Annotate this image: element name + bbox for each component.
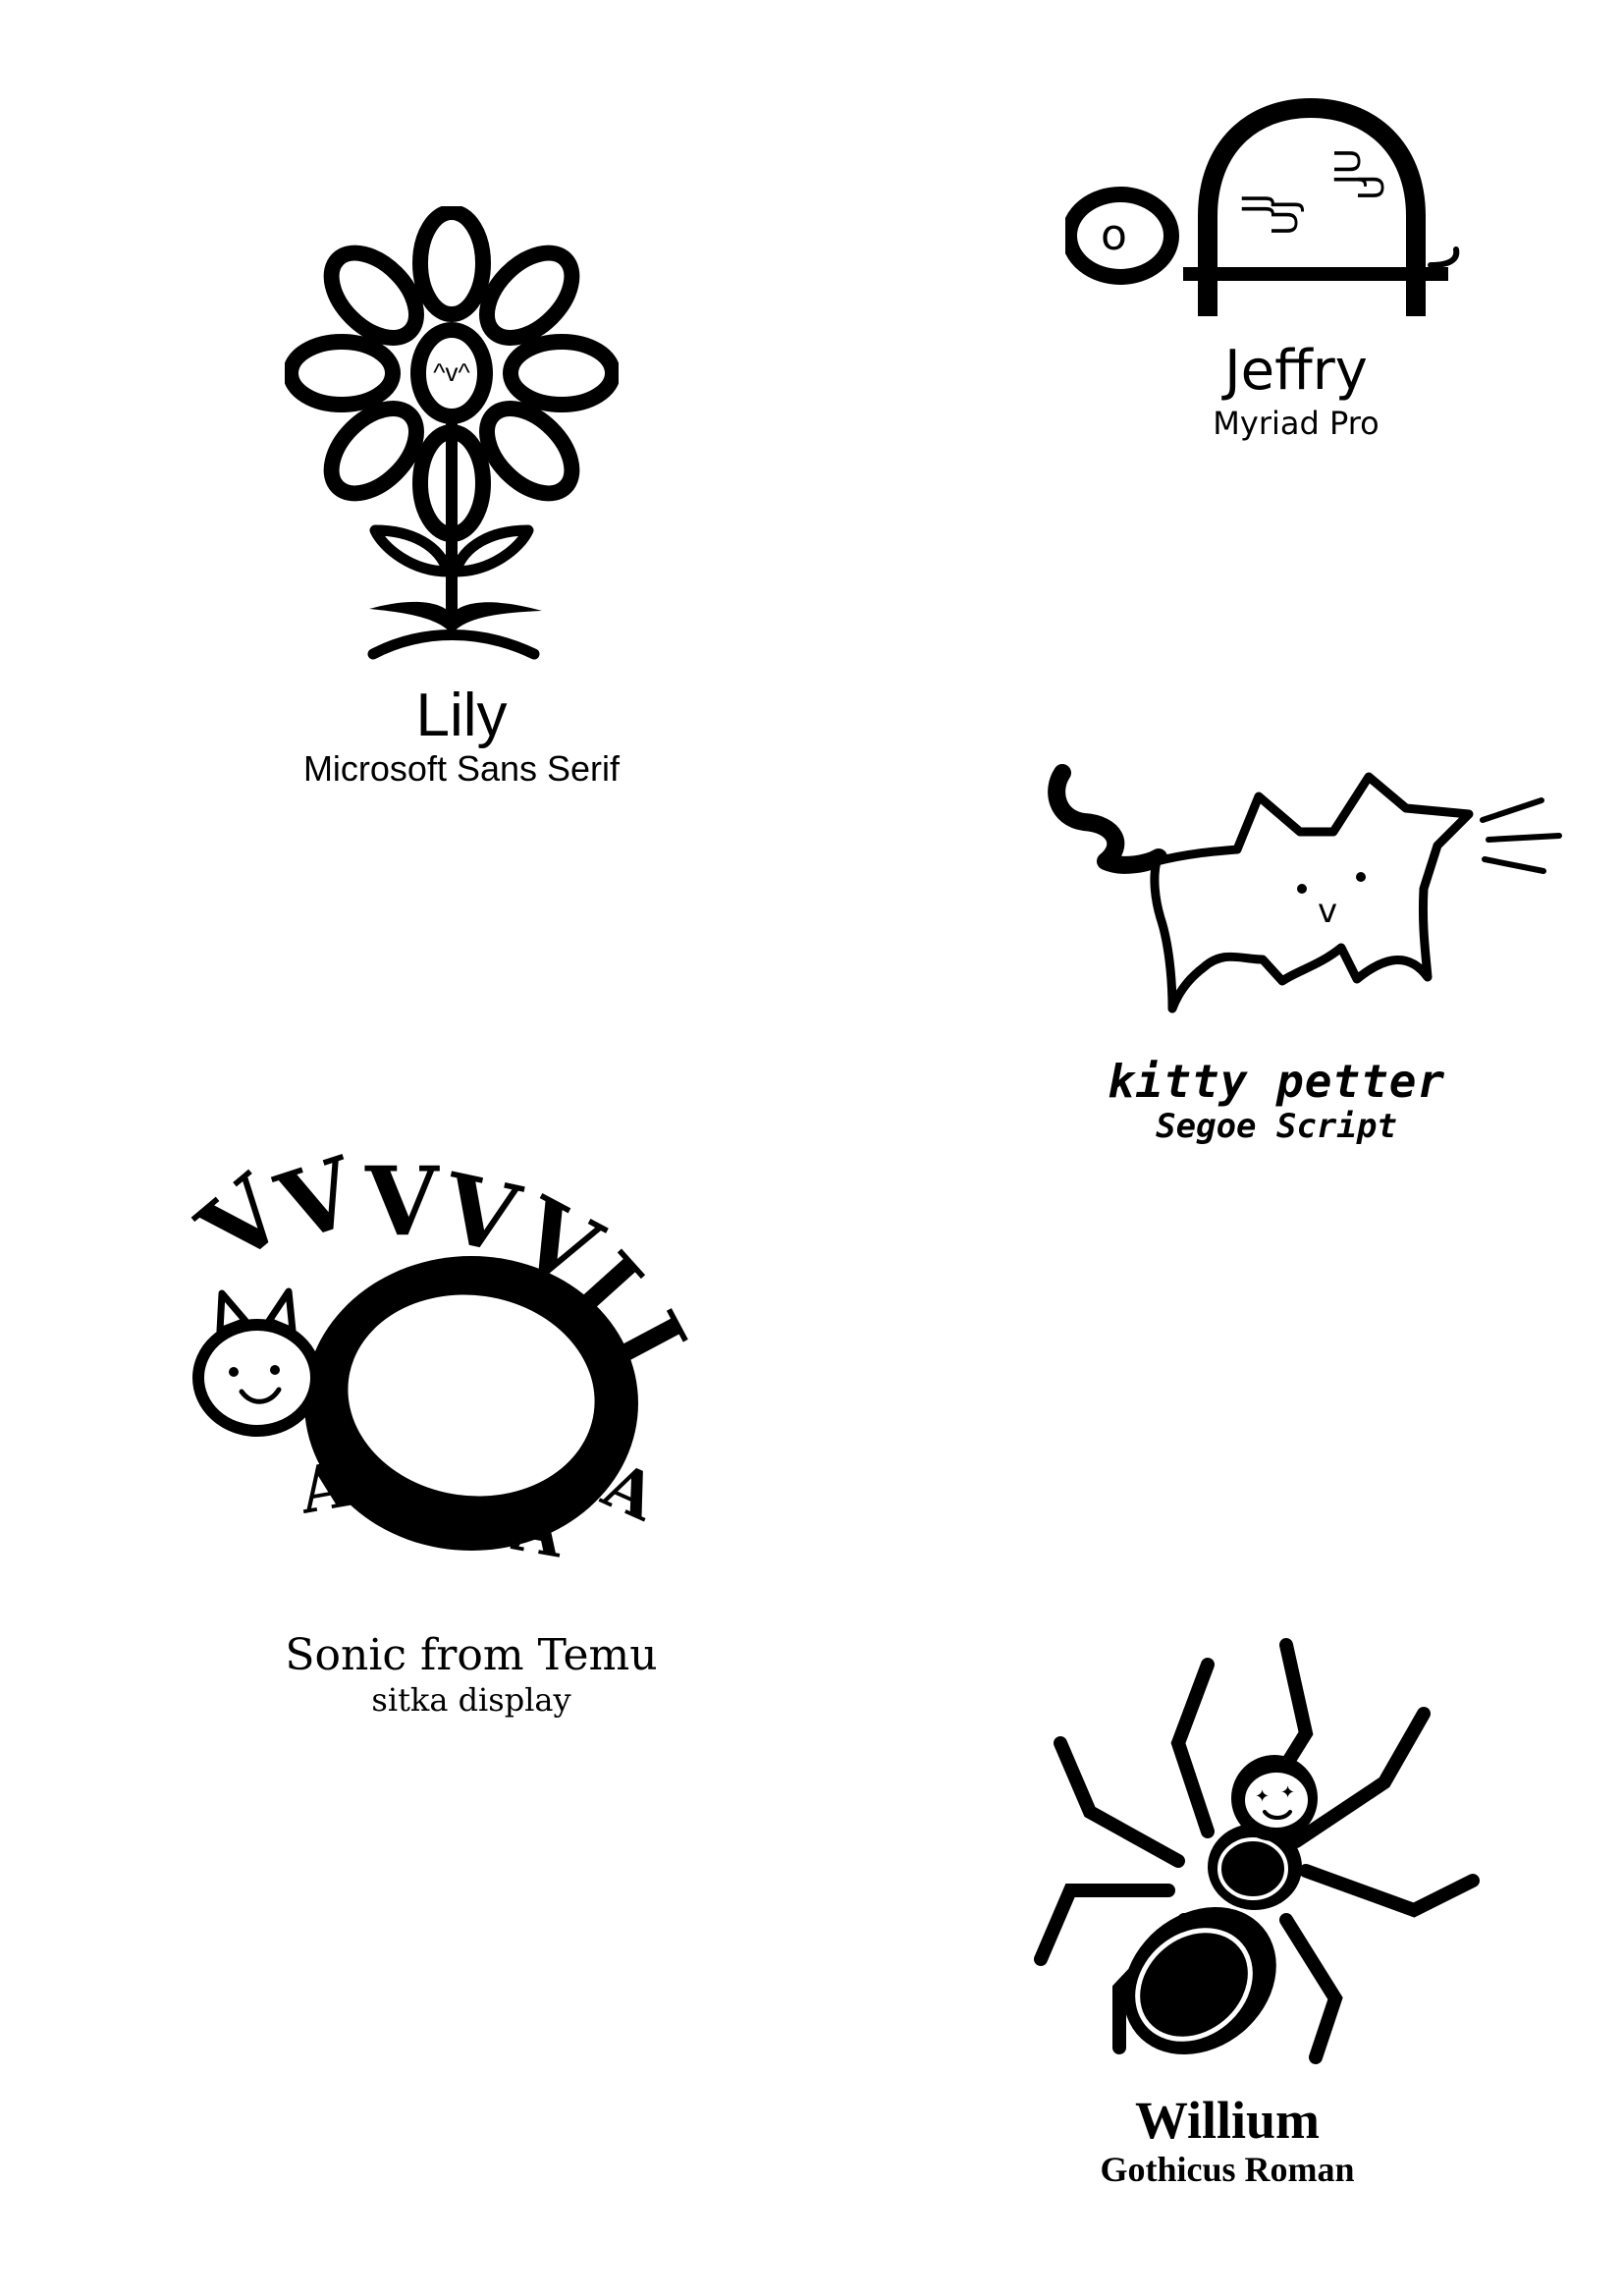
hedgehog-belly — [348, 1294, 595, 1497]
turtle-illustration: o JJ UJ JU U — [1065, 98, 1460, 316]
flower-petal — [503, 334, 619, 412]
turtle-shell-pattern: JJ UJ JU U — [1236, 148, 1392, 236]
willium-caption: Willium Gothicus Roman — [1041, 2092, 1414, 2190]
spider-legs — [1034, 1638, 1480, 2064]
cat-face: v — [1318, 892, 1337, 931]
svg-text:JJ: JJ — [1236, 193, 1276, 216]
font-name: sitka display — [371, 1681, 571, 1719]
character-name: Willium — [1134, 2091, 1321, 2150]
font-name: Microsoft Sans Serif — [302, 748, 621, 789]
spider-eye: ✦ — [1280, 1782, 1295, 1803]
cat-body — [1150, 772, 1474, 1013]
turtle-shell — [1198, 98, 1426, 316]
sonic-caption: Sonic from Temu sitka display — [241, 1630, 702, 1719]
spider-eye: ✦ — [1255, 1786, 1270, 1807]
turtle-head-glyph: o — [1101, 210, 1127, 260]
flower-petal — [412, 206, 491, 322]
character-name: Lily — [415, 682, 508, 749]
cat-eye — [1297, 884, 1307, 894]
jeffry-caption: Jeffry Myriad Pro — [1109, 339, 1483, 443]
flower-illustration: ^v^ — [285, 206, 619, 660]
hedgehog-eye — [229, 1367, 239, 1377]
flower-leaf-right — [450, 524, 534, 577]
kitty-caption: kitty petter Segoe Script — [1090, 1056, 1463, 1146]
flower-petal — [323, 245, 424, 346]
hedgehog-eye — [270, 1365, 280, 1375]
lily-caption: Lily Microsoft Sans Serif — [226, 683, 697, 789]
svg-text:JU: JU — [1328, 148, 1369, 187]
font-name: Gothicus Roman — [1100, 2150, 1355, 2189]
svg-text:U: U — [1352, 175, 1392, 200]
flower-petal — [323, 401, 424, 502]
flower-grass — [369, 601, 542, 634]
font-name: Myriad Pro — [1213, 405, 1380, 442]
svg-text:UJ: UJ — [1266, 199, 1306, 236]
cat-eye — [1356, 872, 1366, 882]
flower-petal — [479, 245, 580, 346]
character-name: Sonic from Temu — [285, 1630, 658, 1680]
character-name: kitty petter — [1107, 1055, 1446, 1108]
character-name: Jeffry — [1224, 339, 1368, 403]
turtle-tail — [1428, 246, 1460, 268]
spider-smile — [1263, 1810, 1292, 1820]
flower-leaf-left — [369, 524, 454, 577]
hedgehog-illustration: V V V V V I I A A A — [187, 1144, 708, 1573]
flower-petal — [285, 334, 401, 412]
turtle-head — [1065, 187, 1179, 285]
spider-abdomen-highlight — [1135, 1928, 1253, 2042]
turtle-belly — [1183, 267, 1448, 281]
flower-petal — [479, 401, 580, 502]
spider-face — [1245, 1773, 1308, 1828]
cat-illustration: v — [1048, 764, 1562, 1013]
cat-tail — [1048, 764, 1167, 874]
cat-whiskers — [1480, 797, 1562, 874]
svg-text:V: V — [364, 1146, 440, 1257]
flower-center — [410, 322, 493, 424]
hedgehog-head — [192, 1319, 322, 1437]
flower-ground — [367, 629, 540, 660]
hedgehog-smile — [239, 1387, 282, 1404]
spider-illustration: ✦ ✦ — [1034, 1638, 1480, 2064]
spider-thorax-highlight — [1217, 1837, 1288, 1900]
font-name: Segoe Script — [1156, 1107, 1397, 1146]
flower-face: ^v^ — [433, 357, 470, 387]
